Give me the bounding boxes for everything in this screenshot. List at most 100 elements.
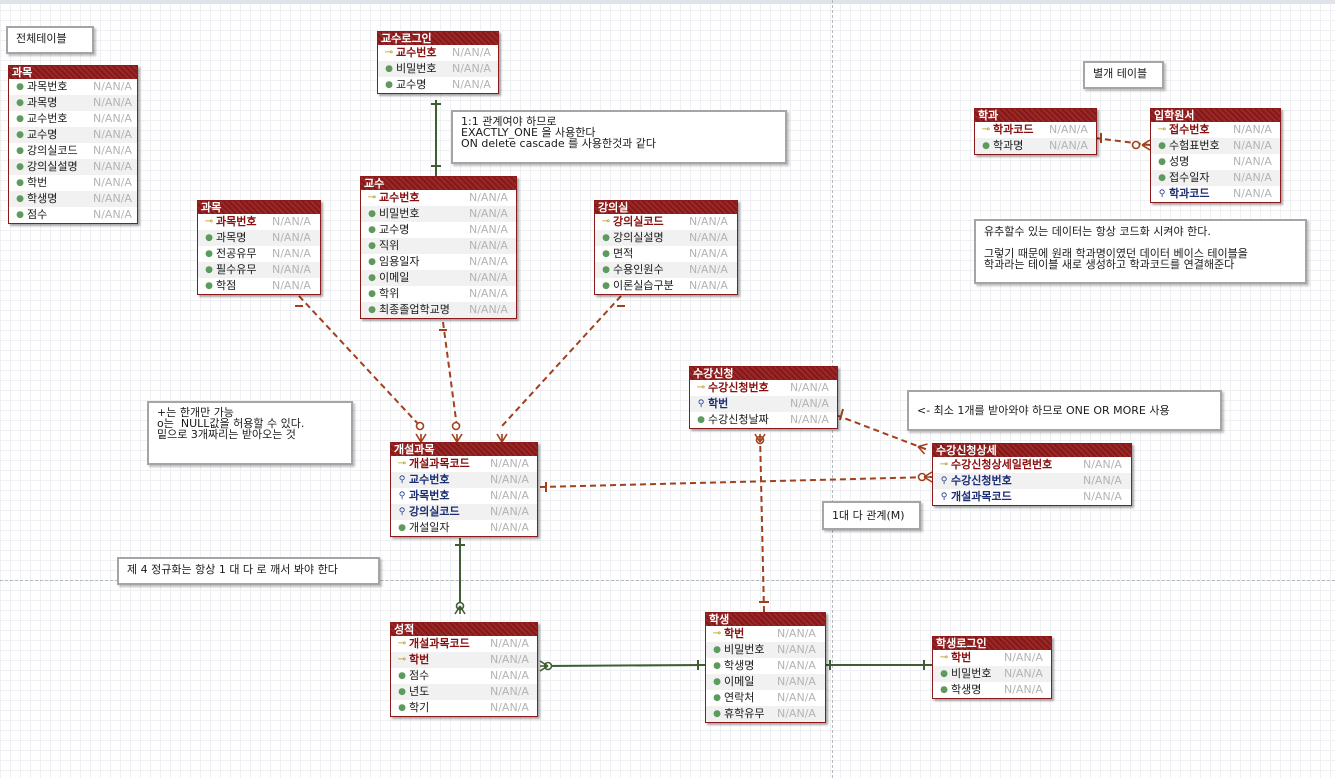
note-one-or-more[interactable]: <- 최소 1개를 받아와야 하므로 ONE OR MORE 사용 [907, 390, 1222, 431]
note-derivable-data[interactable]: 유추할수 있는 데이터는 항상 코드화 시켜야 한다. 그렇기 때문에 원래 학… [974, 219, 1307, 284]
attribute-dot-icon: ● [385, 64, 393, 74]
key-icon: ⊸ [384, 47, 394, 58]
attribute-name: 학번 [27, 176, 48, 189]
note-one-to-one[interactable]: 1:1 관계여야 하므로 EXACTLY_ONE 을 사용한다 ON delet… [451, 110, 787, 164]
attribute-nullability: N/AN/A [1083, 474, 1122, 487]
attribute-name: 과목명 [216, 231, 247, 244]
attribute-name: 접수일자 [1169, 171, 1210, 184]
attribute-name: 수강신청번호 [951, 474, 1012, 487]
attribute-dot-icon: ● [205, 249, 213, 259]
attribute-nullability: N/AN/A [777, 675, 816, 688]
attribute-name: 이론실습구분 [613, 279, 674, 292]
attribute-name: 교수번호 [379, 191, 420, 204]
attribute-dot-icon: ● [368, 305, 376, 315]
attribute-dot-icon: ● [16, 98, 24, 108]
note-all-tables[interactable]: 전체테이블 [6, 26, 94, 54]
note-plus-null[interactable]: +는 한개만 가능 o는 NULL값을 허용할 수 있다. 밑으로 3개짜리는 … [147, 401, 353, 465]
attribute-nullability: N/AN/A [272, 247, 311, 260]
attribute-dot-icon: ● [368, 241, 376, 251]
note-one-to-many[interactable]: 1대 다 관계(M) [822, 501, 921, 530]
note-normalization[interactable]: 제 4 정규화는 항상 1 대 다 로 깨서 봐야 한다 [117, 557, 380, 585]
note-separate-tables[interactable]: 별개 테이블 [1083, 61, 1164, 89]
